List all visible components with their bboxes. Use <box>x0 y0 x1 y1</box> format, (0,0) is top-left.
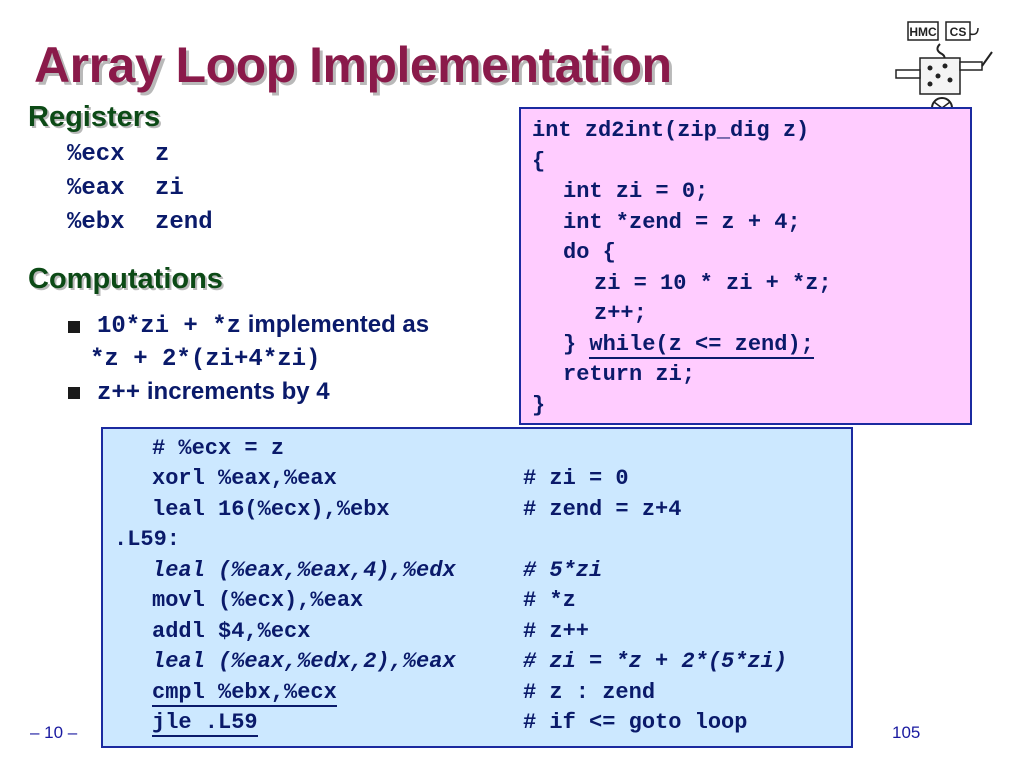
assembly-code-box: # %ecx = z xorl %eax,%eax # zi = 0 leal … <box>101 427 853 748</box>
c-code-line: } while(z <= zend); <box>563 332 814 359</box>
c-code-line: int zd2int(zip_dig z) <box>532 118 810 143</box>
asm-comment: # *z <box>523 588 576 613</box>
bullet-2-text: increments by 4 <box>146 378 330 405</box>
bullet-2-code: z++ <box>97 380 141 407</box>
register-row: %ecx z <box>67 141 169 168</box>
hmc-cs-robot-logo-icon: HMC CS <box>895 21 993 114</box>
asm-comment: # zi = *z + 2*(5*zi) <box>523 649 788 674</box>
asm-comment: # if <= goto loop <box>523 710 748 735</box>
bullet-1-text: implemented as <box>247 311 430 338</box>
square-bullet-icon <box>68 321 80 333</box>
computations-heading: Computations <box>28 263 223 295</box>
register-variable: z <box>155 141 170 168</box>
while-condition: while(z <= zend); <box>589 332 814 359</box>
c-code-box: int zd2int(zip_dig z) { int zi = 0; int … <box>519 107 972 425</box>
asm-instruction: leal 16(%ecx),%ebx <box>152 497 390 522</box>
logo-text-hmc: HMC <box>909 25 937 39</box>
computation-bullet-1: 10*zi + *z implemented as <box>97 311 429 340</box>
computation-bullet-2: z++ increments by 4 <box>97 378 330 407</box>
logo-text-cs: CS <box>950 25 967 39</box>
register-name: %eax <box>67 175 125 202</box>
asm-comment: # z : zend <box>523 680 656 705</box>
asm-instruction: xorl %eax,%eax <box>152 466 337 491</box>
register-row: %ebx zend <box>67 209 213 236</box>
bullet-1-code: 10*zi + *z <box>97 313 242 340</box>
c-code-line: } <box>532 393 546 418</box>
asm-label: .L59: <box>114 527 181 552</box>
asm-line: movl (%ecx),%eax <box>152 588 363 613</box>
registers-heading: Registers <box>28 101 161 133</box>
asm-instruction: jle .L59 <box>152 710 258 737</box>
c-code-line: return zi; <box>563 362 696 387</box>
asm-comment: # zi = 0 <box>523 466 629 491</box>
asm-instruction: addl $4,%ecx <box>152 619 311 644</box>
register-row: %eax zi <box>67 175 184 202</box>
asm-line: addl $4,%ecx <box>152 619 310 644</box>
asm-comment: # 5*zi <box>523 558 603 583</box>
bullet-1-continuation: *z + 2*(zi+4*zi) <box>90 346 321 373</box>
asm-line: leal 16(%ecx),%ebx <box>152 497 390 522</box>
asm-line: leal (%eax,%edx,2),%eax <box>152 649 456 674</box>
do-while-close-brace: } <box>563 332 590 357</box>
asm-instruction: movl (%ecx),%eax <box>152 588 364 613</box>
register-variable: zend <box>155 209 213 236</box>
square-bullet-icon <box>68 387 80 399</box>
asm-comment: # z++ <box>523 619 590 644</box>
asm-line: cmpl %ebx,%ecx <box>152 680 337 707</box>
register-variable: zi <box>155 175 184 202</box>
asm-instruction: leal (%eax,%edx,2),%eax <box>152 649 456 674</box>
asm-line: jle .L59 <box>152 710 258 737</box>
asm-instruction: # %ecx = z <box>152 436 285 461</box>
c-code-line: int *zend = z + 4; <box>563 210 801 235</box>
asm-line: # %ecx = z <box>152 436 284 461</box>
asm-instruction: cmpl %ebx,%ecx <box>152 680 337 707</box>
register-name: %ecx <box>67 141 125 168</box>
footer-slide-number: – 10 – <box>30 723 78 742</box>
c-code-line: { <box>532 149 546 174</box>
c-code-line: do { <box>563 240 616 265</box>
slide-title: Array Loop Implementation <box>34 37 672 93</box>
c-code-line: zi = 10 * zi + *z; <box>594 271 832 296</box>
asm-line: leal (%eax,%eax,4),%edx <box>152 558 456 583</box>
footer-page-number: 105 <box>892 723 921 742</box>
asm-line: xorl %eax,%eax <box>152 466 337 491</box>
asm-comment: # zend = z+4 <box>523 497 682 522</box>
c-code-line: z++; <box>594 301 647 326</box>
register-name: %ebx <box>67 209 125 236</box>
asm-instruction: leal (%eax,%eax,4),%edx <box>152 558 456 583</box>
c-code-line: int zi = 0; <box>563 179 709 204</box>
